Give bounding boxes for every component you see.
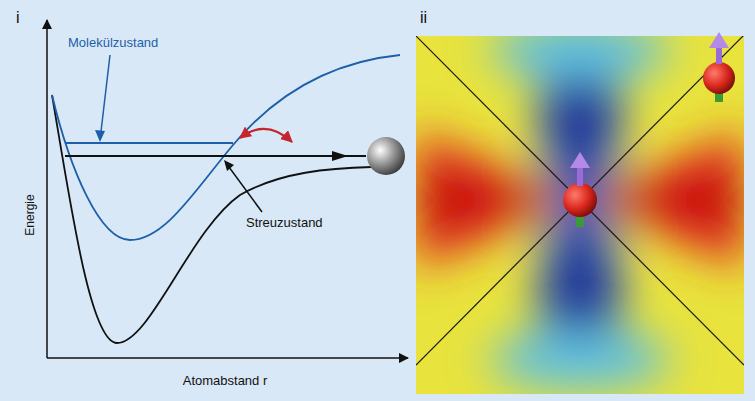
axis-label: Energie (24, 194, 36, 235)
state-label: Molekülzustand (68, 36, 158, 49)
panel-label: ii (420, 10, 427, 26)
axis-label: Atomabstand r (183, 374, 268, 387)
panel-label: i (16, 10, 20, 26)
state-label: Streuzustand (246, 216, 323, 229)
